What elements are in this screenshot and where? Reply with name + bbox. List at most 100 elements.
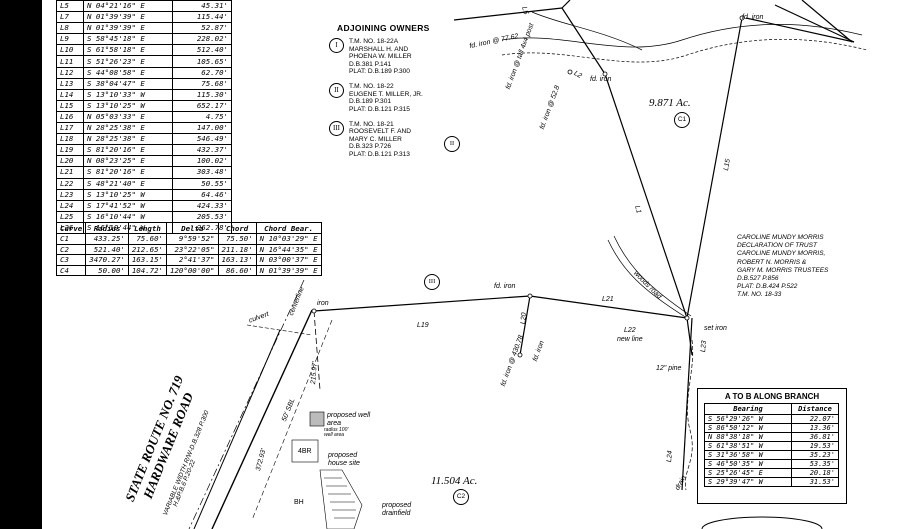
label-l23: L23 <box>700 340 708 353</box>
iron-marker-5 <box>567 69 573 75</box>
label-l24: L24 <box>666 450 674 463</box>
curve-table-cell: 75.50' <box>217 233 257 245</box>
curve-table-cell: 23°22'05" <box>166 243 219 255</box>
line-l1 <box>686 17 743 319</box>
owner-line: T.M. NO. 18-22 <box>349 83 394 91</box>
line-table-cell: L16 <box>56 110 84 124</box>
label-l20: L20 <box>520 312 528 325</box>
line-table-cell: L7 <box>56 11 84 24</box>
line-table-cell: L23 <box>56 188 84 201</box>
owner-line: D.B.381 P.141 <box>349 60 392 68</box>
curve-table-cell: 50.00' <box>85 264 129 276</box>
line-right-top <box>801 0 853 43</box>
branch-table-cell: 22.07' <box>791 414 839 424</box>
line-l19 <box>313 295 531 312</box>
owner-line: D.B.323 P.726 <box>349 143 392 151</box>
line-table-cell: L9 <box>56 33 84 46</box>
parcel-acres-1: 9.871 Ac. <box>649 97 691 109</box>
branch-table-cell: 13.36' <box>791 423 839 433</box>
curve-table-header: Chord <box>217 222 257 234</box>
line-table-cell: N 08°23'25" E <box>83 155 173 168</box>
woods-road-b <box>613 235 692 317</box>
line-table-cell: N 01°39'39" E <box>83 22 173 35</box>
line-table-cell: 105.65' <box>172 55 232 68</box>
line-table-cell: 115.44' <box>172 11 232 24</box>
curve-table-cell: C3 <box>55 254 87 266</box>
line-table-cell: N 28°25'38" E <box>83 133 173 146</box>
label-proposed-well: proposed well area <box>327 412 371 427</box>
line-21597 <box>313 310 321 391</box>
line-table-cell: N 28°25'38" E <box>83 122 173 135</box>
label-proposed-drainfield: proposed drainfield <box>382 502 412 517</box>
curve-table-cell: 120°00'00" <box>166 264 219 276</box>
branch-table-cell: 31.53' <box>791 477 839 487</box>
owner-number: II <box>329 83 344 99</box>
branch-table-cell: S 61°38'51" W <box>704 441 792 451</box>
branch-table-cell: 35.23' <box>791 450 839 460</box>
branch-table-header: Distance <box>791 403 839 415</box>
line-table-cell: S 13°10'25" W <box>83 188 173 201</box>
curve-table-cell: N 10°03'29" E <box>255 233 322 245</box>
line-table-cell: S 38°04'47" E <box>83 77 173 90</box>
label-well-radius: radius 100' well area <box>324 427 349 438</box>
line-table-cell: L24 <box>56 199 84 212</box>
curve-table-cell: N 03°00'37" E <box>255 254 322 266</box>
drainfield-hatch <box>324 477 356 519</box>
line-table-cell: S 13°10'25" W <box>83 99 173 112</box>
line-table-cell: S 44°08'58" E <box>83 66 173 79</box>
line-table-cell: L21 <box>56 166 84 179</box>
owner-number: I <box>329 38 344 54</box>
line-table-cell: L22 <box>56 177 84 190</box>
drainfield-outline <box>319 469 363 529</box>
branch-table-cell: S 46°50'35" W <box>704 459 792 469</box>
branch-table-cell: S 56°29'26" W <box>704 414 792 424</box>
label-proposed-house: proposed house site <box>328 452 360 467</box>
morris-line: CAROLINE MUNDY MORRIS, <box>737 250 826 258</box>
line-table-cell: 546.49' <box>172 133 232 146</box>
label-bh: BH <box>294 499 304 506</box>
line-table-cell: S 58°45'18" E <box>83 33 173 46</box>
line-table-cell: N 05°03'33" E <box>83 110 173 124</box>
stream-top-c <box>531 11 643 51</box>
stream-top-a <box>501 24 863 48</box>
branch-title: A TO B ALONG BRANCH <box>724 392 820 401</box>
branch-table-header: Bearing <box>704 403 792 415</box>
line-table-cell: 64.46' <box>172 188 232 201</box>
line-table-cell: S 17°41'52" W <box>83 199 173 212</box>
culvert-line <box>246 324 313 336</box>
curve-table-cell: 211.18' <box>217 243 257 255</box>
owner-number: III <box>329 121 344 137</box>
line-table-cell: S 61°58'18" E <box>83 44 173 57</box>
iron-marker-1 <box>311 308 317 314</box>
line-table-cell: S 13°10'33" W <box>83 88 173 101</box>
label-iron: iron <box>317 300 329 307</box>
iron-marker-4 <box>602 71 608 77</box>
label-set-iron: set iron <box>704 325 727 332</box>
branch-table-cell: 20.18' <box>791 468 839 478</box>
owner-line: D.B.189 P.301 <box>349 98 392 106</box>
branch-table-cell: S 86°50'12" W <box>704 423 792 433</box>
line-l7 <box>561 0 571 9</box>
seal-edge <box>701 516 823 529</box>
adjoining-owners-title: ADJOINING OWNERS <box>337 23 430 33</box>
